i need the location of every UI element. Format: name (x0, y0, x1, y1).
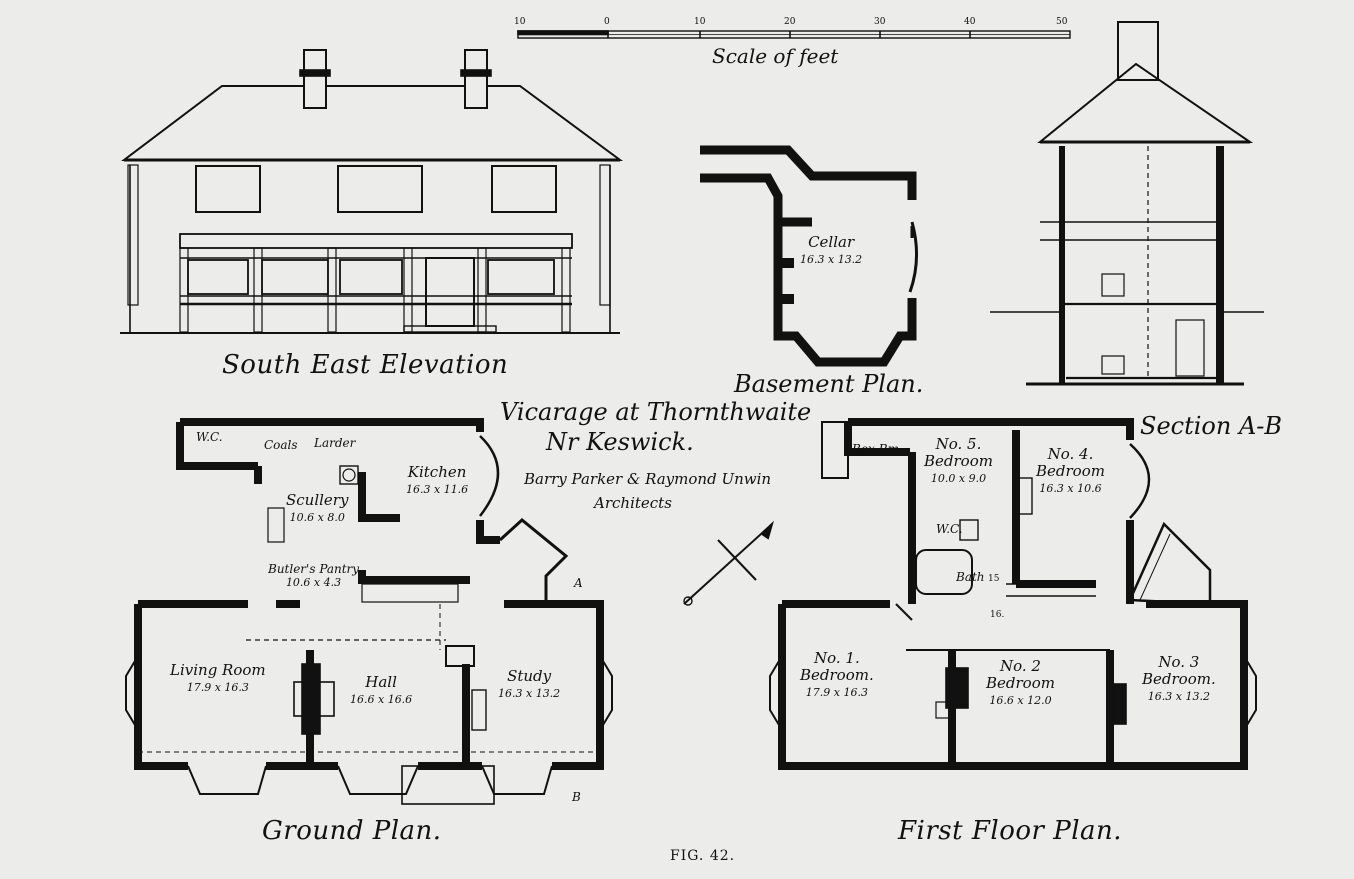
butlers-pantry-label: Butler's Pantry 10.6 x 4.3 (268, 562, 359, 590)
bedroom-4-dim: 16.3 x 10.6 (1039, 482, 1102, 495)
living-room-dim: 17.9 x 16.3 (186, 681, 249, 694)
north-arrow (683, 520, 775, 606)
ground-plan (125, 418, 613, 805)
living-room-name: Living Room (170, 661, 266, 679)
scullery-label: Scullery 10.6 x 8.0 (286, 492, 348, 526)
scale-label: Scale of feet (712, 44, 839, 68)
bedroom-3-name: Bedroom. (1142, 670, 1216, 688)
larder-label: Larder (314, 436, 356, 450)
bedroom-5-dim: 10.0 x 9.0 (930, 472, 987, 485)
scullery-name: Scullery (286, 491, 349, 509)
bedroom-3-number: No. 3 (1158, 653, 1200, 671)
elevation-title: South East Elevation (222, 350, 509, 380)
vicarage-title: Vicarage at Thornthwaite (500, 398, 812, 426)
hall-name: Hall (365, 673, 397, 691)
ground-wc-label: W.C. (196, 430, 223, 444)
ground-plan-title: Ground Plan. (262, 816, 442, 846)
bedroom-2-number: No. 2 (999, 657, 1041, 675)
basement-title: Basement Plan. (734, 370, 924, 398)
kitchen-name: Kitchen (407, 463, 467, 481)
bedroom-3-dim: 16.3 x 13.2 (1147, 690, 1210, 703)
first-floor-title: First Floor Plan. (898, 816, 1123, 846)
south-east-elevation (120, 49, 624, 334)
bedroom-3-label: No. 3 Bedroom. 16.3 x 13.2 (1142, 654, 1216, 705)
bedroom-4-label: No. 4. Bedroom 16.3 x 10.6 (1036, 446, 1105, 497)
stair-mark-15: 15 (988, 574, 1000, 584)
bedroom-5-name: Bedroom (924, 452, 993, 470)
first-floor-plan (769, 418, 1257, 770)
architects-line: Barry Parker & Raymond Unwin (524, 470, 772, 488)
scale-tick-50: 50 (1056, 17, 1068, 27)
architects-label: Architects (594, 494, 672, 512)
section-title: Section A-B (1140, 412, 1283, 440)
location-subtitle: Nr Keswick. (546, 428, 694, 456)
bedroom-1-number: No. 1. (813, 649, 860, 667)
scale-tick-30: 30 (874, 17, 886, 27)
kitchen-dim: 16.3 x 11.6 (406, 483, 469, 496)
scale-tick-0: 0 (604, 17, 610, 27)
study-dim: 16.3 x 13.2 (498, 687, 561, 700)
hall-dim: 16.6 x 16.6 (350, 693, 413, 706)
section-mark-b: B (572, 790, 581, 804)
box-room-label: Box Rm. (852, 442, 903, 456)
figure-number: FIG. 42. (670, 848, 736, 864)
cellar-label: Cellar 16.3 x 13.2 (800, 234, 862, 268)
coals-label: Coals (264, 438, 298, 452)
scale-tick-10-left: 10 (514, 17, 526, 27)
scale-tick-10: 10 (694, 17, 706, 27)
scale-tick-20: 20 (784, 17, 796, 27)
hall-label: Hall 16.6 x 16.6 (350, 674, 412, 708)
butlers-pantry-name: Butler's Pantry (268, 562, 360, 576)
bath-label: Bath (956, 570, 985, 584)
cellar-name: Cellar (808, 233, 855, 251)
bedroom-1-dim: 17.9 x 16.3 (805, 686, 868, 699)
cellar-dim: 16.3 x 13.2 (800, 253, 863, 266)
bedroom-1-name: Bedroom. (800, 666, 874, 684)
bedroom-5-number: No. 5. (935, 435, 982, 453)
section-mark-a: A (574, 576, 583, 590)
first-wc-label: W.C. (936, 522, 963, 536)
kitchen-label: Kitchen 16.3 x 11.6 (406, 464, 468, 498)
bedroom-1-label: No. 1. Bedroom. 17.9 x 16.3 (800, 650, 874, 701)
stair-mark-16: 16. (990, 610, 1005, 620)
bedroom-2-label: No. 2 Bedroom 16.6 x 12.0 (986, 658, 1055, 709)
bedroom-5-label: No. 5. Bedroom 10.0 x 9.0 (924, 436, 993, 487)
scullery-dim: 10.6 x 8.0 (289, 511, 345, 524)
bedroom-4-name: Bedroom (1036, 462, 1105, 480)
bedroom-4-number: No. 4. (1047, 445, 1094, 463)
basement-plan (700, 145, 919, 367)
bedroom-2-name: Bedroom (986, 674, 1055, 692)
bedroom-2-dim: 16.6 x 12.0 (989, 694, 1052, 707)
living-room-label: Living Room 17.9 x 16.3 (170, 662, 266, 696)
study-name: Study (507, 667, 552, 685)
scale-tick-40: 40 (964, 17, 976, 27)
butlers-pantry-dim: 10.6 x 4.3 (285, 576, 342, 589)
scale-bar (517, 30, 1071, 39)
study-label: Study 16.3 x 13.2 (498, 668, 560, 702)
section-a-b (990, 21, 1264, 386)
